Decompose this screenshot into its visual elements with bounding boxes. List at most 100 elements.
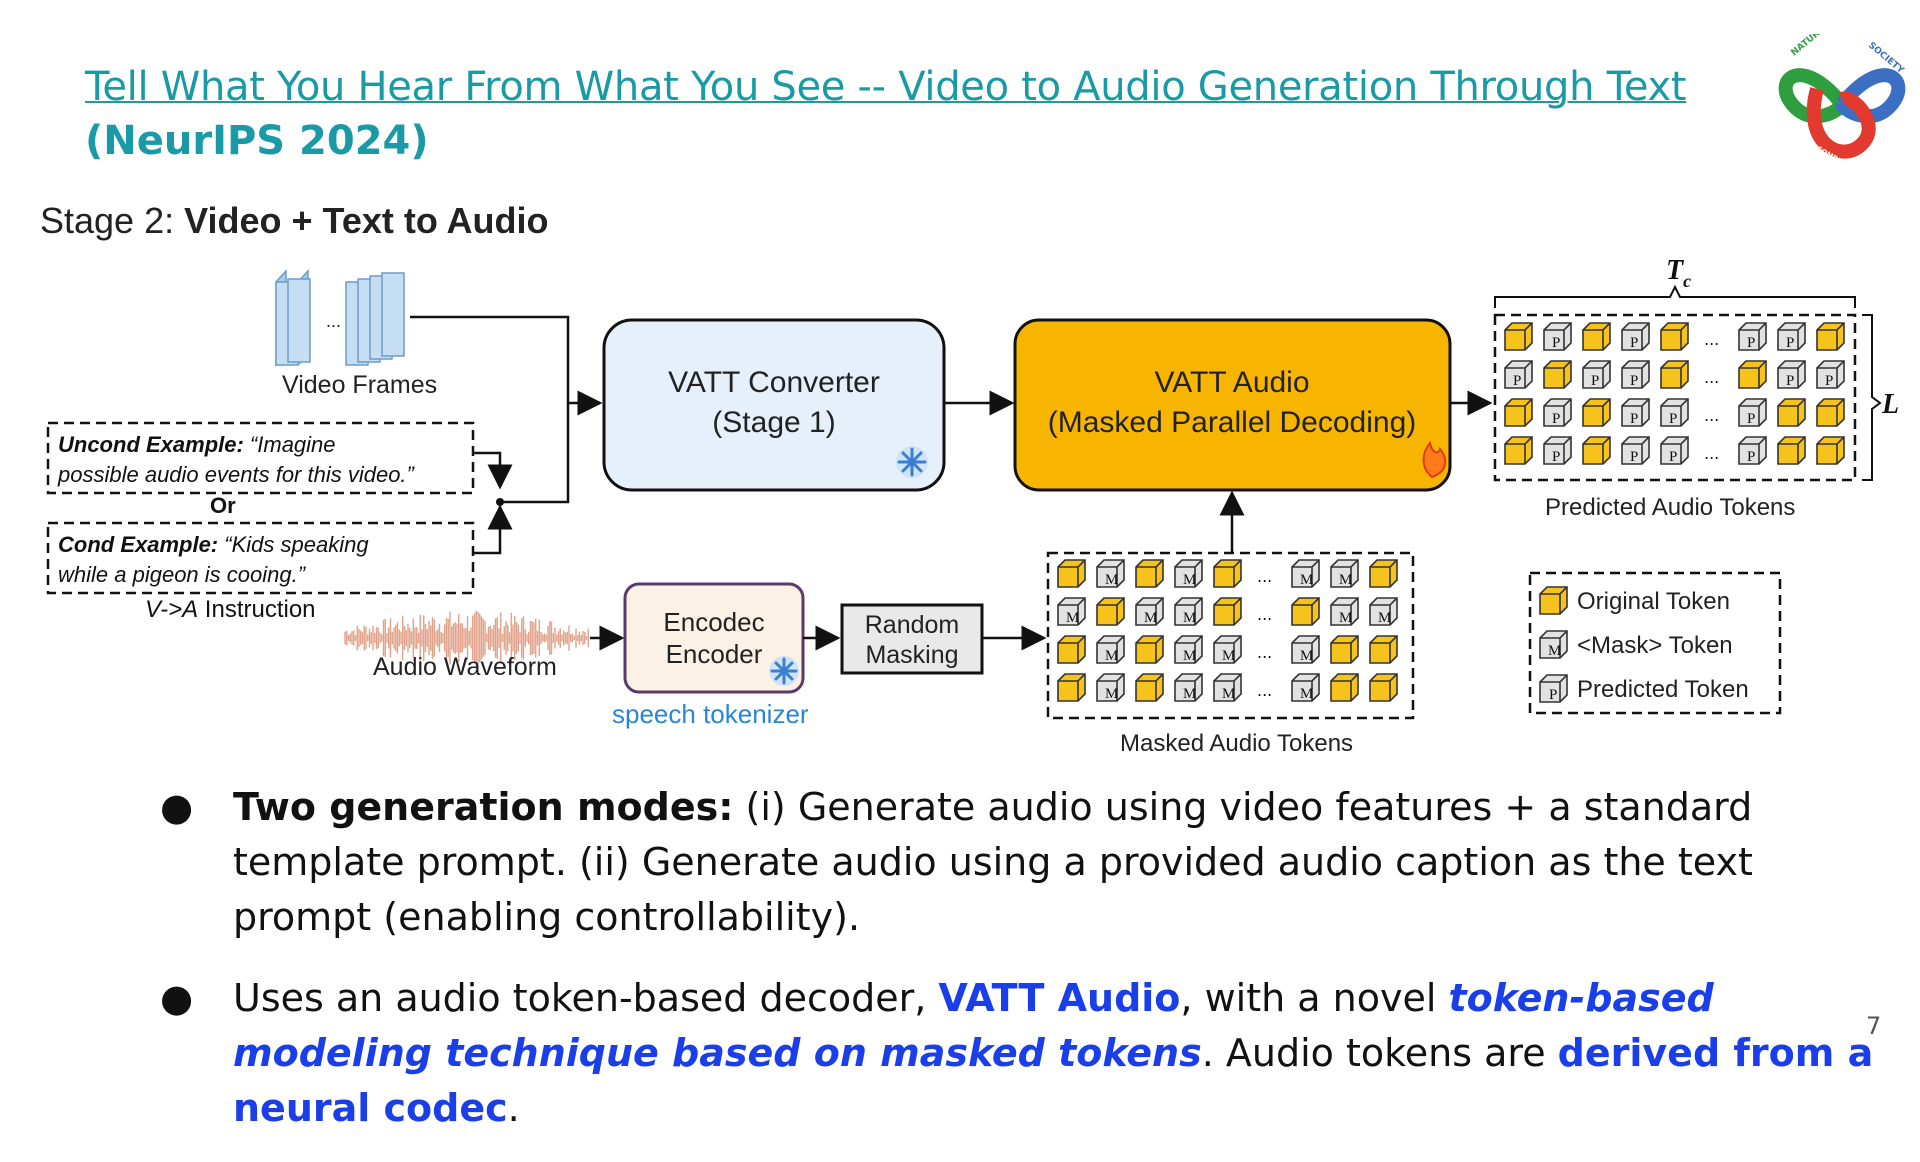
audio-token xyxy=(1582,322,1611,351)
predicted-tokens-label: Predicted Audio Tokens xyxy=(1545,494,1795,521)
svg-text:(Stage 1): (Stage 1) xyxy=(712,406,835,439)
svg-text:Cond Example: “Kids speaking: Cond Example: “Kids speaking xyxy=(58,532,369,557)
frames-ellipsis: ... xyxy=(326,311,341,331)
masked-tokens-label: Masked Audio Tokens xyxy=(1120,730,1353,757)
token-legend-box xyxy=(1528,571,1782,715)
token-letter: P xyxy=(1786,373,1794,389)
token-ellipsis: ... xyxy=(1704,330,1719,349)
audio-token xyxy=(1660,322,1689,351)
token-letter: M xyxy=(1339,572,1352,588)
predicted-tokens-box xyxy=(1493,313,1857,482)
audio-token xyxy=(1738,360,1767,389)
token-letter: P xyxy=(1552,335,1560,351)
audio-token xyxy=(1291,597,1320,626)
audio-token xyxy=(1135,635,1164,664)
audio-token xyxy=(1369,673,1398,702)
token-letter: P xyxy=(1630,449,1638,465)
audio-token xyxy=(1777,398,1806,427)
audio-waveform-label: Audio Waveform xyxy=(373,653,557,681)
svg-text:possible audio events for this: possible audio events for this video.” xyxy=(57,462,416,487)
random-masking-box xyxy=(840,603,984,675)
audio-token xyxy=(1213,559,1242,588)
svg-text:Uncond Example: “Imagine: Uncond Example: “Imagine xyxy=(58,432,336,457)
audio-token xyxy=(1369,635,1398,664)
audio-token xyxy=(1582,436,1611,465)
audio-token xyxy=(1543,360,1572,389)
svg-text:M: M xyxy=(1548,643,1561,659)
audio-token xyxy=(1504,322,1533,351)
venue-label: (NeurIPS 2024) xyxy=(85,118,429,164)
audio-token xyxy=(1582,398,1611,427)
token-letter: P xyxy=(1669,449,1677,465)
l-label: L xyxy=(1881,389,1899,420)
frozen-snowflake-icon xyxy=(896,446,928,478)
vatt-architecture-figure: Stage 2: Video + Text to Audio ... Video… xyxy=(40,200,1899,757)
audio-waveform-icon xyxy=(344,610,589,666)
audio-token xyxy=(1816,436,1845,465)
token-letter: M xyxy=(1183,610,1196,626)
token-letter: M xyxy=(1222,648,1235,664)
audio-token xyxy=(1504,436,1533,465)
svg-text:Encodec: Encodec xyxy=(663,607,764,637)
token-letter: M xyxy=(1183,648,1196,664)
token-letter: P xyxy=(1630,411,1638,427)
bullet-token-decoder: ● Uses an audio token-based decoder, VAT… xyxy=(160,971,1880,1136)
svg-text:Masking: Masking xyxy=(865,641,958,669)
token-letter: P xyxy=(1747,411,1755,427)
svg-text:P: P xyxy=(1549,687,1557,703)
legend-original-icon xyxy=(1539,586,1568,615)
speech-tokenizer-label: speech tokenizer xyxy=(612,699,809,729)
audio-token xyxy=(1369,559,1398,588)
legend-mask-label: <Mask> Token xyxy=(1577,632,1733,659)
legend-predicted-label: Predicted Token xyxy=(1577,676,1749,703)
audio-token xyxy=(1777,436,1806,465)
trainable-fire-icon xyxy=(1422,440,1447,479)
vatt-audio-box xyxy=(1013,318,1452,492)
token-letter: M xyxy=(1105,648,1118,664)
token-letter: M xyxy=(1183,686,1196,702)
token-letter: P xyxy=(1747,449,1755,465)
token-letter: M xyxy=(1300,648,1313,664)
legend-predicted-icon: P xyxy=(1539,674,1568,703)
token-ellipsis: ... xyxy=(1257,681,1272,700)
token-ellipsis: ... xyxy=(1704,444,1719,463)
audio-token xyxy=(1504,398,1533,427)
instruction-label: V->A Instruction xyxy=(145,596,316,623)
token-letter: P xyxy=(1591,373,1599,389)
token-letter: M xyxy=(1339,610,1352,626)
bullet-marker: ● xyxy=(160,785,194,829)
audio-token xyxy=(1816,398,1845,427)
masked-tokens-box xyxy=(1046,551,1415,720)
vatt-converter-box xyxy=(602,318,946,492)
token-letter: P xyxy=(1747,335,1755,351)
cond-example-box xyxy=(46,521,475,595)
token-letter: M xyxy=(1378,610,1391,626)
token-letter: P xyxy=(1630,335,1638,351)
svg-text:(Masked Parallel Decoding): (Masked Parallel Decoding) xyxy=(1048,406,1417,439)
audio-token xyxy=(1330,673,1359,702)
tc-label: Tc xyxy=(1666,255,1691,291)
audio-token xyxy=(1660,360,1689,389)
token-ellipsis: ... xyxy=(1257,643,1272,662)
or-label: Or xyxy=(210,493,236,518)
token-ellipsis: ... xyxy=(1704,368,1719,387)
video-frames-icon: ... xyxy=(275,269,405,367)
stage-title: Stage 2: Video + Text to Audio xyxy=(40,200,548,241)
audio-token xyxy=(1135,673,1164,702)
audio-token xyxy=(1057,673,1086,702)
audio-token xyxy=(1096,597,1125,626)
token-letter: M xyxy=(1222,686,1235,702)
token-letter: P xyxy=(1825,373,1833,389)
token-letter: P xyxy=(1513,373,1521,389)
svg-text:VATT Converter: VATT Converter xyxy=(668,366,880,399)
paper-title-link[interactable]: Tell What You Hear From What You See -- … xyxy=(85,64,1687,110)
token-letter: P xyxy=(1552,411,1560,427)
token-letter: M xyxy=(1300,686,1313,702)
legend-original-label: Original Token xyxy=(1577,588,1730,615)
token-letter: M xyxy=(1300,572,1313,588)
token-ellipsis: ... xyxy=(1704,406,1719,425)
svg-text:while a pigeon is cooing.”: while a pigeon is cooing.” xyxy=(58,562,307,587)
token-letter: P xyxy=(1669,411,1677,427)
audio-token xyxy=(1213,597,1242,626)
